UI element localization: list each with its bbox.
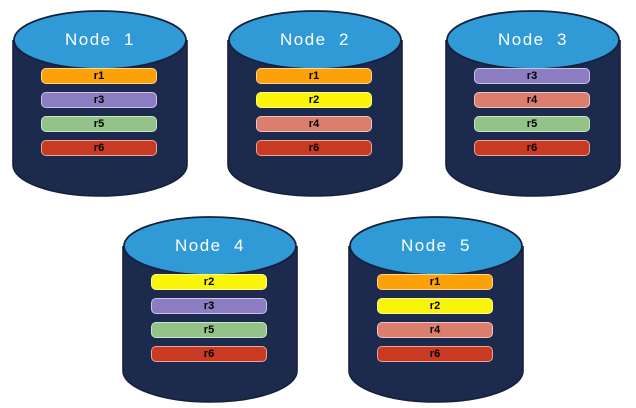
node-4-cylinder: Node 4 r2 r3 r5 r6 bbox=[122, 215, 298, 403]
node-title: Node 1 bbox=[64, 30, 136, 49]
replica-bar: r1 bbox=[41, 68, 157, 84]
replica-bar: r6 bbox=[41, 140, 157, 156]
replica-bar: r4 bbox=[474, 92, 590, 108]
replica-bar: r2 bbox=[256, 92, 372, 108]
replica-bar: r3 bbox=[151, 298, 267, 314]
replica-bar: r1 bbox=[256, 68, 372, 84]
replica-bar: r3 bbox=[41, 92, 157, 108]
replica-bar: r5 bbox=[41, 116, 157, 132]
node-2-cylinder: Node 2 r1 r2 r4 r6 bbox=[227, 9, 403, 197]
replica-bar: r6 bbox=[256, 140, 372, 156]
replica-bar: r1 bbox=[377, 274, 493, 290]
replica-bar: r2 bbox=[377, 298, 493, 314]
replica-bar: r6 bbox=[151, 346, 267, 362]
replica-bar: r5 bbox=[474, 116, 590, 132]
node-1-cylinder: Node 1 r1 r3 r5 r6 bbox=[12, 9, 188, 197]
node-title: Node 2 bbox=[279, 30, 351, 49]
replica-bar: r6 bbox=[377, 346, 493, 362]
replica-bar: r4 bbox=[256, 116, 372, 132]
replica-bar: r5 bbox=[151, 322, 267, 338]
replica-bar: r6 bbox=[474, 140, 590, 156]
node-title: Node 4 bbox=[174, 236, 246, 255]
node-title: Node 3 bbox=[497, 30, 569, 49]
node-title: Node 5 bbox=[400, 236, 472, 255]
replica-bar: r4 bbox=[377, 322, 493, 338]
replica-bar: r3 bbox=[474, 68, 590, 84]
node-5-cylinder: Node 5 r1 r2 r4 r6 bbox=[348, 215, 524, 403]
node-3-cylinder: Node 3 r3 r4 r5 r6 bbox=[445, 9, 621, 197]
replica-bar: r2 bbox=[151, 274, 267, 290]
